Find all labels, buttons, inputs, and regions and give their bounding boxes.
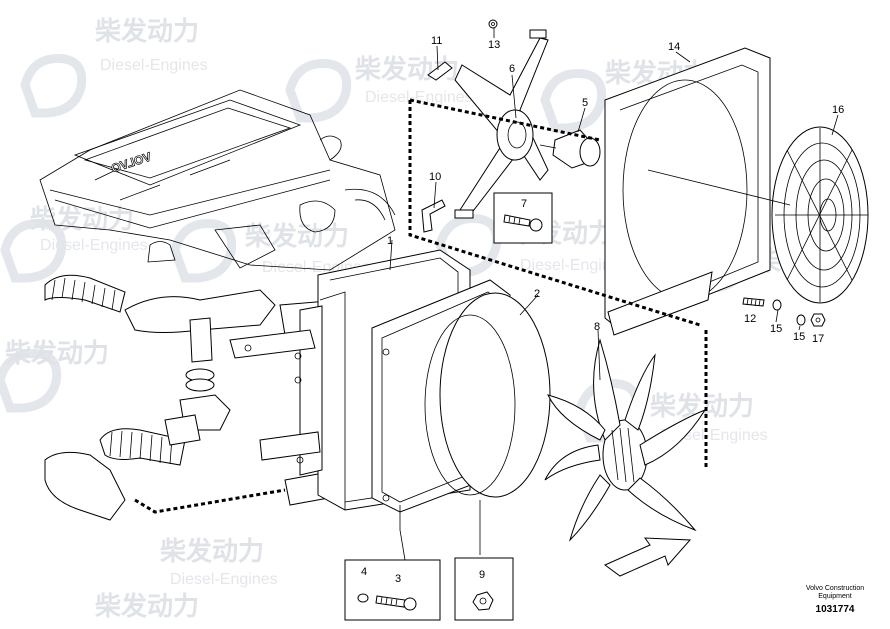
watermark-brand-en: Diesel-Engines — [520, 257, 628, 274]
caption-drawing-number: 1031774 — [815, 604, 855, 615]
callout-15a: 15 — [770, 323, 782, 335]
nut-part-17 — [810, 313, 826, 327]
watermark-logo-icon — [285, 59, 352, 123]
callout-1: 1 — [387, 235, 393, 247]
callout-11: 11 — [431, 35, 442, 47]
radiator-frame — [604, 47, 771, 336]
watermark-brand-cn: 柴发动力 — [159, 536, 264, 567]
thermostat-pipe — [164, 317, 231, 446]
clip-part-11 — [427, 61, 453, 81]
fan-blades — [544, 338, 707, 542]
watermark-brand-en: Diesel-Engines — [170, 571, 278, 588]
fan-motor-bracket — [454, 29, 549, 219]
watermark-brand-en: Diesel-Engines — [40, 237, 148, 254]
watermark-logo-icon — [20, 54, 87, 118]
watermark-brand-cn: 柴发动力 — [4, 338, 109, 369]
leader-lines — [389, 28, 839, 561]
direction-arrow-icon — [604, 537, 692, 577]
watermark-brand-cn: 柴发动力 — [244, 221, 349, 252]
callout-13: 13 — [488, 39, 500, 51]
callout-7: 7 — [521, 198, 527, 210]
engine-logo: VOLVO — [109, 149, 153, 176]
callout-3: 3 — [395, 573, 401, 585]
caption-company-line1: Volvo Construction — [805, 585, 865, 592]
callout-15b: 15 — [793, 331, 805, 343]
callout-4: 4 — [361, 566, 367, 578]
callout-17: 17 — [812, 333, 824, 345]
callout-9: 9 — [479, 569, 485, 581]
callout-12: 12 — [744, 313, 756, 325]
callout-labels: 1 2 3 4 5 6 7 8 9 10 11 12 13 14 15 15 1… — [361, 35, 844, 585]
callout-10: 10 — [429, 171, 441, 183]
washer-part-13 — [488, 19, 498, 29]
watermark-brand-en: Diesel-Engines — [100, 57, 208, 74]
fan-shroud — [371, 279, 551, 513]
watermark-logo-icon — [170, 219, 237, 283]
detail-box-9 — [454, 557, 514, 621]
watermark-logo-icon — [0, 349, 62, 413]
watermark-logo-icon — [0, 219, 67, 283]
dashed-assembly-lines — [134, 98, 708, 514]
callout-6: 6 — [509, 63, 515, 75]
bolt-part-12 — [742, 297, 765, 307]
drawing-caption: Volvo Construction Equipment 1031774 — [790, 585, 880, 615]
watermark-brand-cn: 柴发动力 — [94, 591, 199, 622]
caption-company-line2: Equipment — [818, 593, 852, 600]
watermark-brand-cn: 柴发动力 — [94, 16, 199, 47]
watermark-brand-cn: 柴发动力 — [29, 204, 134, 235]
watermark-brand-en: Diesel-Engines — [365, 89, 473, 106]
washer-part-15 — [772, 299, 806, 326]
clip-part-10 — [421, 199, 446, 233]
fan-guard — [771, 126, 869, 304]
fan-motor — [539, 129, 601, 169]
watermark-logo-icon — [540, 69, 607, 133]
watermark-brand-cn: 柴发动力 — [649, 391, 754, 422]
callout-5: 5 — [582, 97, 588, 109]
detail-box-3-4 — [344, 559, 441, 621]
callout-2: 2 — [534, 288, 540, 300]
detail-box-7 — [493, 192, 553, 244]
engine-logo-text: VOLVO — [109, 150, 152, 176]
callout-14: 14 — [668, 41, 680, 53]
callout-16: 16 — [832, 104, 844, 116]
callout-8: 8 — [594, 321, 600, 333]
